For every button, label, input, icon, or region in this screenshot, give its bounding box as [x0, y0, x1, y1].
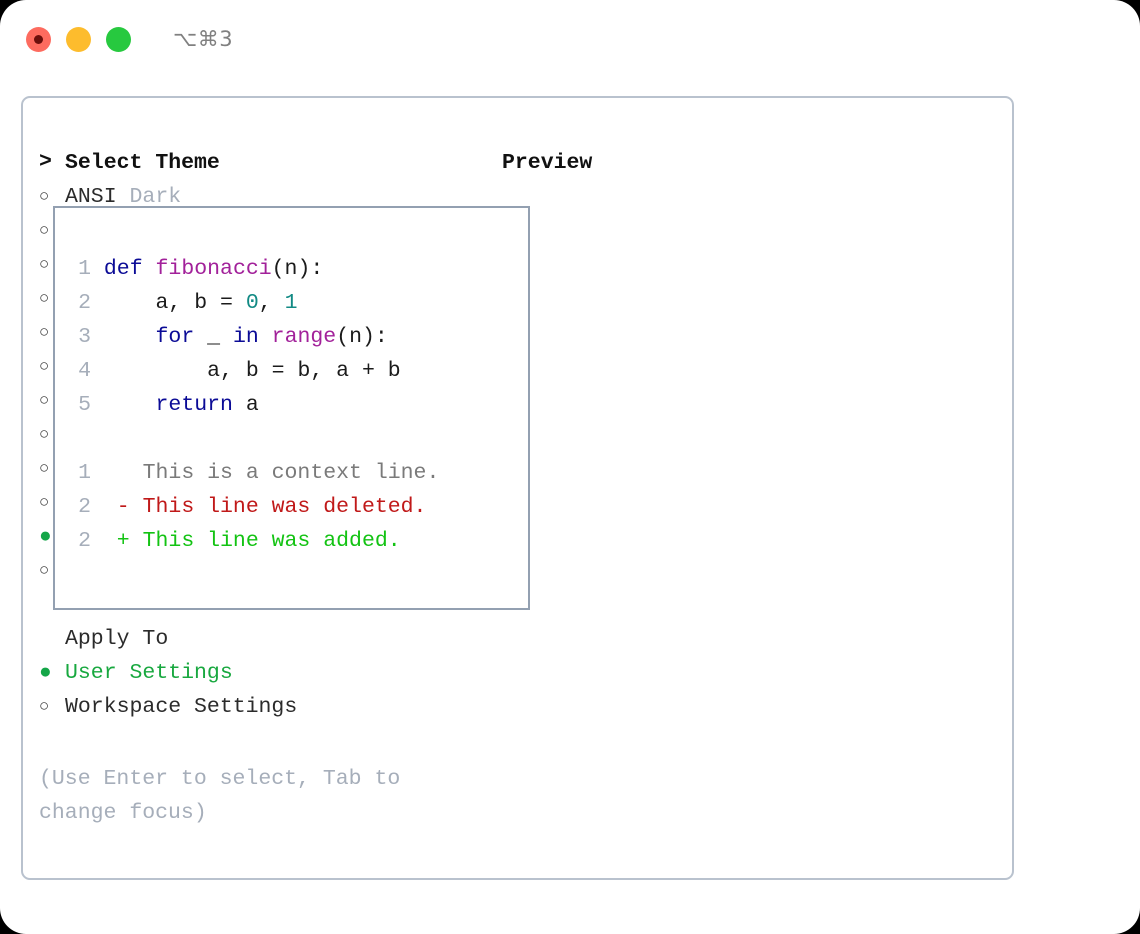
line-number: 2 [78, 291, 91, 315]
preview-column: Preview [502, 146, 1002, 180]
code-token: a, b = b, a + b [103, 359, 401, 383]
radio-unselected-icon[interactable]: ○ [39, 459, 50, 479]
theme-picker-header-label: Select Theme [65, 151, 220, 175]
radio-unselected-icon[interactable]: ○ [39, 255, 50, 275]
keyboard-shortcut-label: ⌥⌘3 [173, 27, 234, 51]
preview-title: Preview [502, 151, 593, 175]
close-button[interactable] [26, 26, 51, 52]
code-token [143, 257, 156, 281]
radio-selected-icon[interactable]: ● [39, 661, 52, 685]
radio-unselected-icon[interactable]: ○ [39, 697, 50, 717]
code-token [259, 325, 272, 349]
diff-text: This line was added. [142, 529, 401, 553]
radio-unselected-icon[interactable]: ○ [39, 357, 50, 377]
keyboard-hint: (Use Enter to select, Tab to change focu… [39, 767, 401, 825]
apply-to-section: Apply To ● User Settings ○ Workspace Setting… [39, 588, 494, 724]
code-token: in [232, 325, 259, 349]
radio-unselected-icon[interactable]: ○ [39, 493, 50, 513]
main-panel: >Select Theme○ANSI Dark○Atom One Dark○Ay… [21, 96, 1014, 880]
radio-unselected-icon[interactable]: ○ [39, 187, 50, 207]
code-line: 2 a, b = 0, 1 [65, 286, 439, 320]
code-token: (n): [271, 257, 324, 281]
line-number: 5 [78, 393, 91, 417]
code-diff-spacer [65, 422, 439, 456]
theme-list-item[interactable]: ○ ANSI Dark [39, 180, 494, 214]
diff-sign: - [91, 495, 143, 519]
theme-picker-header: > Select Theme [39, 146, 494, 180]
minimize-button[interactable] [66, 26, 91, 52]
radio-selected-icon[interactable]: ● [39, 525, 52, 549]
traffic-lights [26, 26, 131, 52]
code-token: , [258, 291, 285, 315]
code-token [104, 325, 156, 349]
code-token [104, 393, 156, 417]
diff-line: 2 + This line was added. [65, 524, 439, 558]
diff-text: This is a context line. [142, 461, 440, 485]
spacer-icon [39, 628, 65, 650]
code-token: range [271, 325, 337, 349]
code-token: 0 [245, 291, 259, 315]
code-token: fibonacci [155, 257, 272, 281]
titlebar: ⌥⌘3 [0, 0, 1140, 78]
code-line: 5 return a [65, 388, 439, 422]
diff-line: 1 This is a context line. [65, 456, 439, 490]
code-token: for [155, 325, 195, 349]
code-token: (n): [336, 325, 388, 349]
apply-to-option-label: Workspace Settings [65, 695, 298, 719]
diff-sign: + [91, 529, 143, 553]
apply-to-option[interactable]: ○ Workspace Settings [39, 690, 494, 724]
code-token: 1 [284, 291, 298, 315]
code-line: 3 for _ in range(n): [65, 320, 439, 354]
radio-unselected-icon[interactable]: ○ [39, 289, 50, 309]
code-token: return [155, 393, 233, 417]
line-number: 2 [78, 529, 91, 553]
radio-unselected-icon[interactable]: ○ [39, 221, 50, 241]
code-line: 1 def fibonacci(n): [65, 252, 439, 286]
diff-text: This line was deleted. [142, 495, 427, 519]
apply-to-option-label: User Settings [65, 661, 233, 685]
radio-unselected-icon[interactable]: ○ [39, 561, 50, 581]
theme-name: ANSI [65, 185, 117, 209]
diff-sign [91, 461, 143, 485]
maximize-button[interactable] [106, 26, 131, 52]
caret-icon: > [39, 150, 52, 175]
line-number: 3 [78, 325, 91, 349]
radio-unselected-icon[interactable]: ○ [39, 323, 50, 343]
radio-unselected-icon[interactable]: ○ [39, 391, 50, 411]
line-number: 2 [78, 495, 91, 519]
code-line: 4 a, b = b, a + b [65, 354, 439, 388]
apply-to-header-label: Apply To [65, 627, 169, 651]
diff-line: 2 - This line was deleted. [65, 490, 439, 524]
code-token: _ [194, 325, 233, 349]
theme-kind-label: Dark [116, 185, 182, 209]
apply-to-option[interactable]: ● User Settings [39, 656, 494, 690]
code-token: a [232, 393, 259, 417]
recording-indicator-icon [34, 34, 43, 44]
line-number: 1 [78, 461, 91, 485]
code-token: def [103, 257, 143, 281]
code-token: a, b = [103, 291, 246, 315]
line-number: 4 [78, 359, 91, 383]
line-number: 1 [78, 257, 91, 281]
apply-to-header: Apply To [39, 622, 494, 656]
radio-unselected-icon[interactable]: ○ [39, 425, 50, 445]
